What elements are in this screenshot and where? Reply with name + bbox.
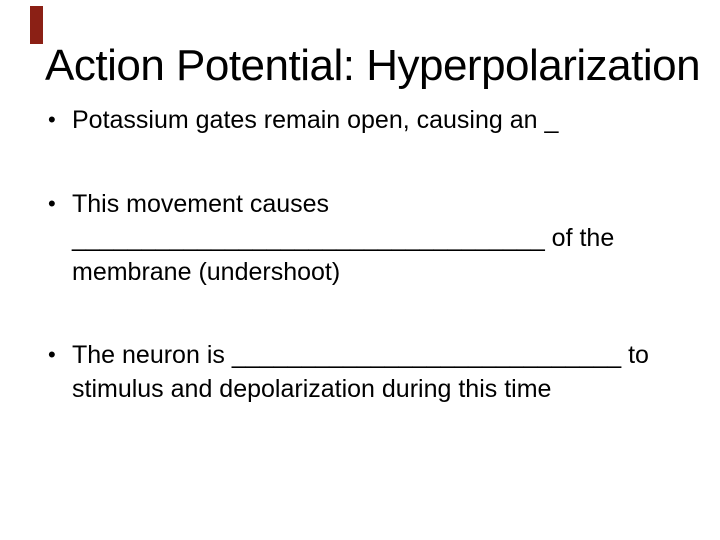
bullet-item: • The neuron is ________________________… bbox=[46, 338, 649, 406]
bullet-marker: • bbox=[48, 191, 56, 216]
bullet-text-line: Potassium gates remain open, causing an … bbox=[72, 106, 559, 134]
bullet-text-line: This movement causes bbox=[72, 190, 330, 218]
bullet-text: The neuron is __________________________… bbox=[72, 338, 649, 406]
bullet-marker: • bbox=[48, 107, 56, 132]
slide-title: Action Potential: Hyperpolarization bbox=[45, 41, 701, 90]
bullet-text: Potassium gates remain open, causing an … bbox=[72, 103, 558, 137]
accent-bar bbox=[30, 6, 43, 44]
bullet-marker: • bbox=[48, 342, 56, 367]
bullet-text-line: The neuron is __________________________… bbox=[72, 341, 649, 369]
bullet-text-line: __________________________________ of th… bbox=[72, 224, 615, 252]
bullet-text: This movement causes ___________________… bbox=[72, 187, 614, 289]
bullet-item: • This movement causes _________________… bbox=[46, 187, 614, 289]
bullet-item: • Potassium gates remain open, causing a… bbox=[46, 103, 558, 137]
bullet-text-line: membrane (undershoot) bbox=[72, 258, 341, 286]
bullet-text-line: stimulus and depolarization during this … bbox=[72, 375, 552, 403]
